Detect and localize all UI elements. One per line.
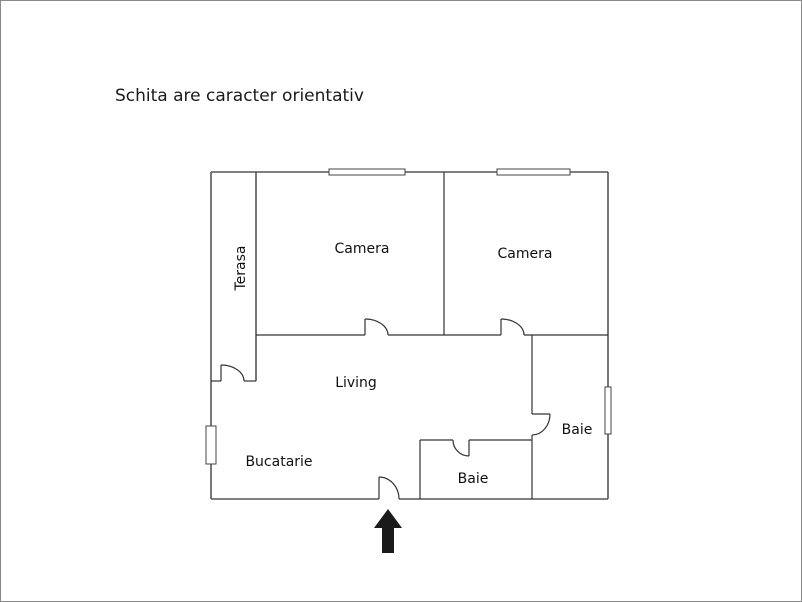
camera-walls	[256, 172, 608, 336]
window-bucatarie	[205, 425, 217, 465]
disclaimer-note: Schita are caracter orientativ	[115, 86, 364, 106]
terasa-walls	[211, 172, 257, 382]
entrance-door	[378, 476, 400, 500]
room-label-baie-1: Baie	[458, 471, 489, 487]
window-camera-2	[496, 168, 571, 176]
baie-walls	[419, 335, 551, 499]
arrow-up-icon	[374, 509, 402, 553]
window-camera-1	[328, 168, 406, 176]
room-label-terasa: Terasa	[233, 246, 249, 292]
room-label-camera-1: Camera	[335, 241, 390, 257]
room-label-baie-2: Baie	[562, 422, 593, 438]
room-label-bucatarie: Bucatarie	[245, 454, 312, 470]
window-baie	[604, 386, 612, 435]
room-label-living: Living	[335, 375, 377, 391]
room-label-camera-2: Camera	[498, 246, 553, 262]
door-terasa	[220, 364, 245, 382]
